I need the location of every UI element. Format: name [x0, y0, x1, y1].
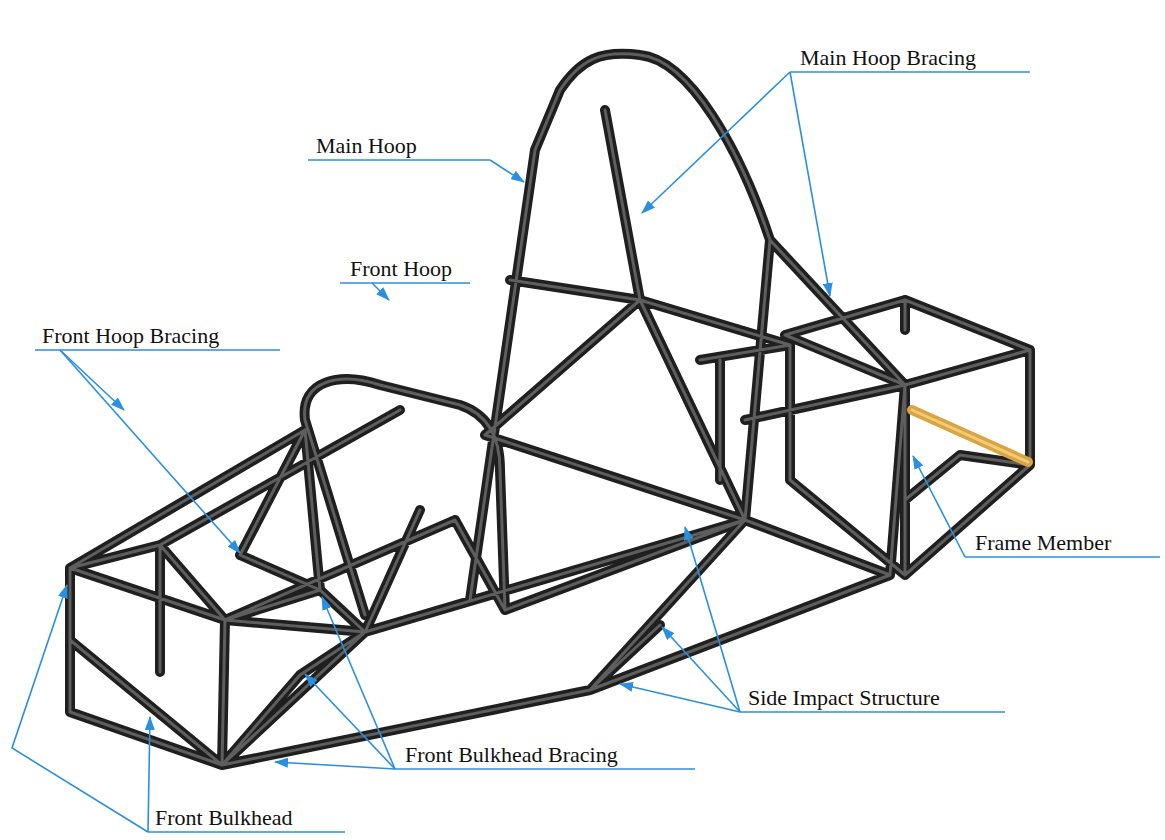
label-underline	[148, 831, 345, 833]
label-underline	[35, 349, 280, 351]
label-underline	[395, 768, 695, 770]
part-label: Frame Member	[975, 531, 1111, 555]
part-label: Side Impact Structure	[748, 686, 940, 710]
leader-line	[662, 627, 740, 712]
frame-member-tube	[912, 410, 1028, 462]
label-underline	[308, 159, 490, 161]
leader-line	[372, 283, 389, 300]
leader-line	[642, 72, 790, 213]
leader-line	[620, 684, 740, 712]
part-label: Front Hoop Bracing	[42, 324, 219, 348]
leader-line	[322, 597, 395, 769]
part-label: Front Bulkhead	[155, 806, 293, 830]
part-label: Front Hoop	[350, 257, 452, 281]
leader-line	[490, 160, 524, 182]
leader-line	[12, 585, 148, 832]
part-label: Front Bulkhead Bracing	[405, 743, 618, 767]
leader-line	[790, 72, 830, 296]
part-label: Main Hoop	[316, 134, 417, 158]
leader-line	[913, 456, 965, 557]
label-underline	[790, 71, 1030, 73]
label-underline	[740, 711, 1005, 713]
leader-line	[305, 674, 395, 769]
leader-lines	[12, 72, 1160, 832]
label-underline	[340, 282, 470, 284]
frame-tube	[70, 54, 1030, 765]
leader-line	[685, 527, 740, 712]
leader-line	[60, 350, 240, 553]
part-label: Main Hoop Bracing	[800, 46, 976, 70]
leader-line	[148, 717, 150, 832]
frame-tube-highlight	[70, 54, 1030, 765]
frame-member-highlight	[912, 410, 1028, 462]
leader-line	[275, 762, 395, 769]
label-underline	[965, 556, 1160, 558]
leader-line	[60, 350, 124, 410]
